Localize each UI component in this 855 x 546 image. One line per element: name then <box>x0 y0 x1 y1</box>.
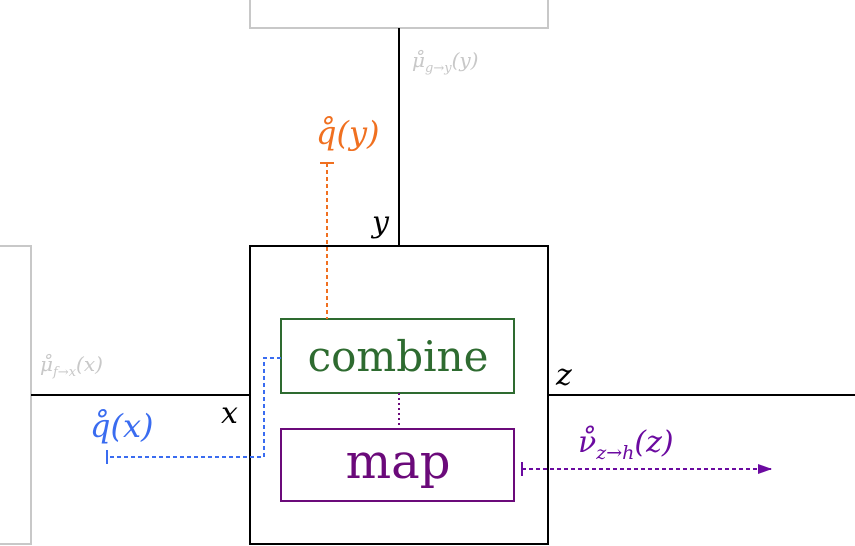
mu-g-y-sub: g→y <box>425 61 452 76</box>
combine-node <box>280 318 515 394</box>
nu-z-h-sub: z→h <box>595 442 634 464</box>
left-neighbor-factor <box>0 245 32 545</box>
message-q-y: q̊(y) <box>316 114 380 152</box>
combine-label: combine <box>308 332 489 381</box>
mu-g-y-arg: (y) <box>452 48 479 72</box>
map-label: map <box>346 434 451 490</box>
message-nu-z-h: ν̊z→h(z) <box>578 425 674 464</box>
mu-f-x-base: μ̊ <box>40 352 53 376</box>
map-node <box>280 428 515 502</box>
q-y-base: q̊ <box>316 114 336 152</box>
message-mu-f-x: μ̊f→x(x) <box>40 352 103 380</box>
mu-f-x-arg: (x) <box>76 352 103 376</box>
q-x-arg: (x) <box>110 407 153 445</box>
mu-g-y-base: μ̊ <box>412 48 425 72</box>
factor-box <box>249 245 549 545</box>
nu-z-h-base: ν̊ <box>578 425 596 460</box>
message-mu-g-y: μ̊g→y(y) <box>412 48 478 76</box>
top-neighbor-factor <box>249 0 549 29</box>
variable-z-label: z <box>555 358 572 393</box>
q-x-link <box>107 357 281 458</box>
variable-y-label: y <box>370 205 390 240</box>
q-y-arg: (y) <box>336 114 379 152</box>
message-q-x: q̊(x) <box>90 407 154 445</box>
q-x-base: q̊ <box>90 407 110 445</box>
mu-f-x-sub: f→x <box>52 365 77 380</box>
nu-z-h-arg: (z) <box>634 425 673 460</box>
variable-x-label: x <box>221 396 238 431</box>
